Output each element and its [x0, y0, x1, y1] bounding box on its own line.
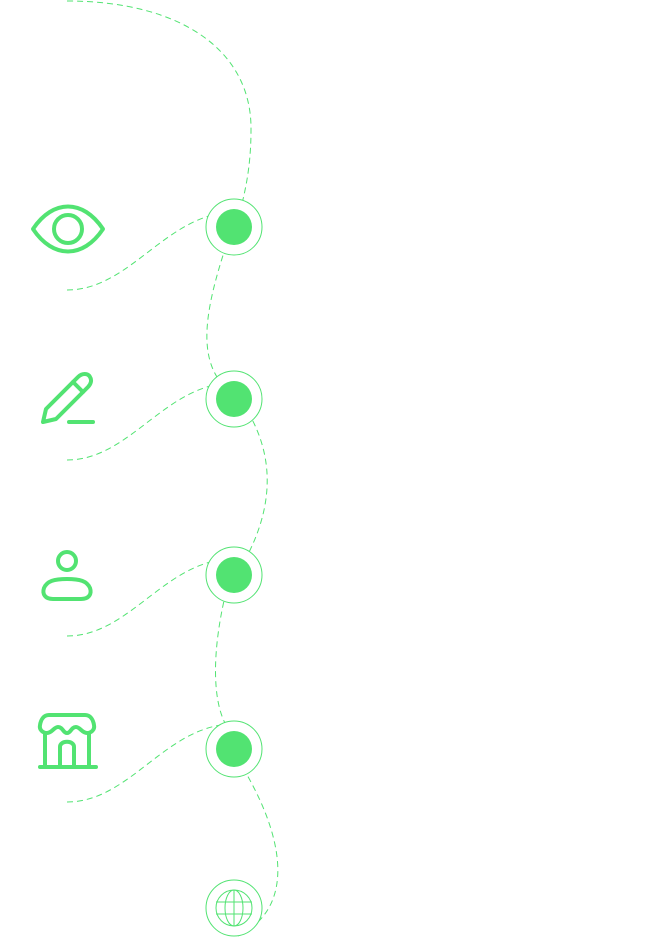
node-dot: [216, 381, 252, 417]
timeline-node-1: [205, 198, 263, 256]
node-dot: [216, 557, 252, 593]
timeline-node-2: [205, 370, 263, 428]
timeline-node-5: [205, 879, 263, 937]
user-icon: [41, 550, 93, 601]
connector-left-4: [66, 723, 233, 803]
eye-icon: [31, 204, 105, 254]
connector-1-2: [206, 245, 227, 385]
timeline-node-4: [205, 720, 263, 778]
store-icon: [37, 713, 98, 769]
timeline-nodes: [205, 198, 263, 937]
connector-2-3: [244, 411, 268, 561]
node-dot: [216, 209, 252, 245]
connector-4-5: [237, 767, 279, 937]
node-dot: [216, 731, 252, 767]
globe-icon: [215, 889, 253, 927]
step-icons: [31, 204, 105, 769]
connector-top: [66, 0, 252, 213]
pencil-icon: [41, 372, 95, 424]
timeline-node-3: [205, 546, 263, 604]
connector-3-4: [215, 591, 227, 726]
connector-paths: [66, 0, 279, 937]
